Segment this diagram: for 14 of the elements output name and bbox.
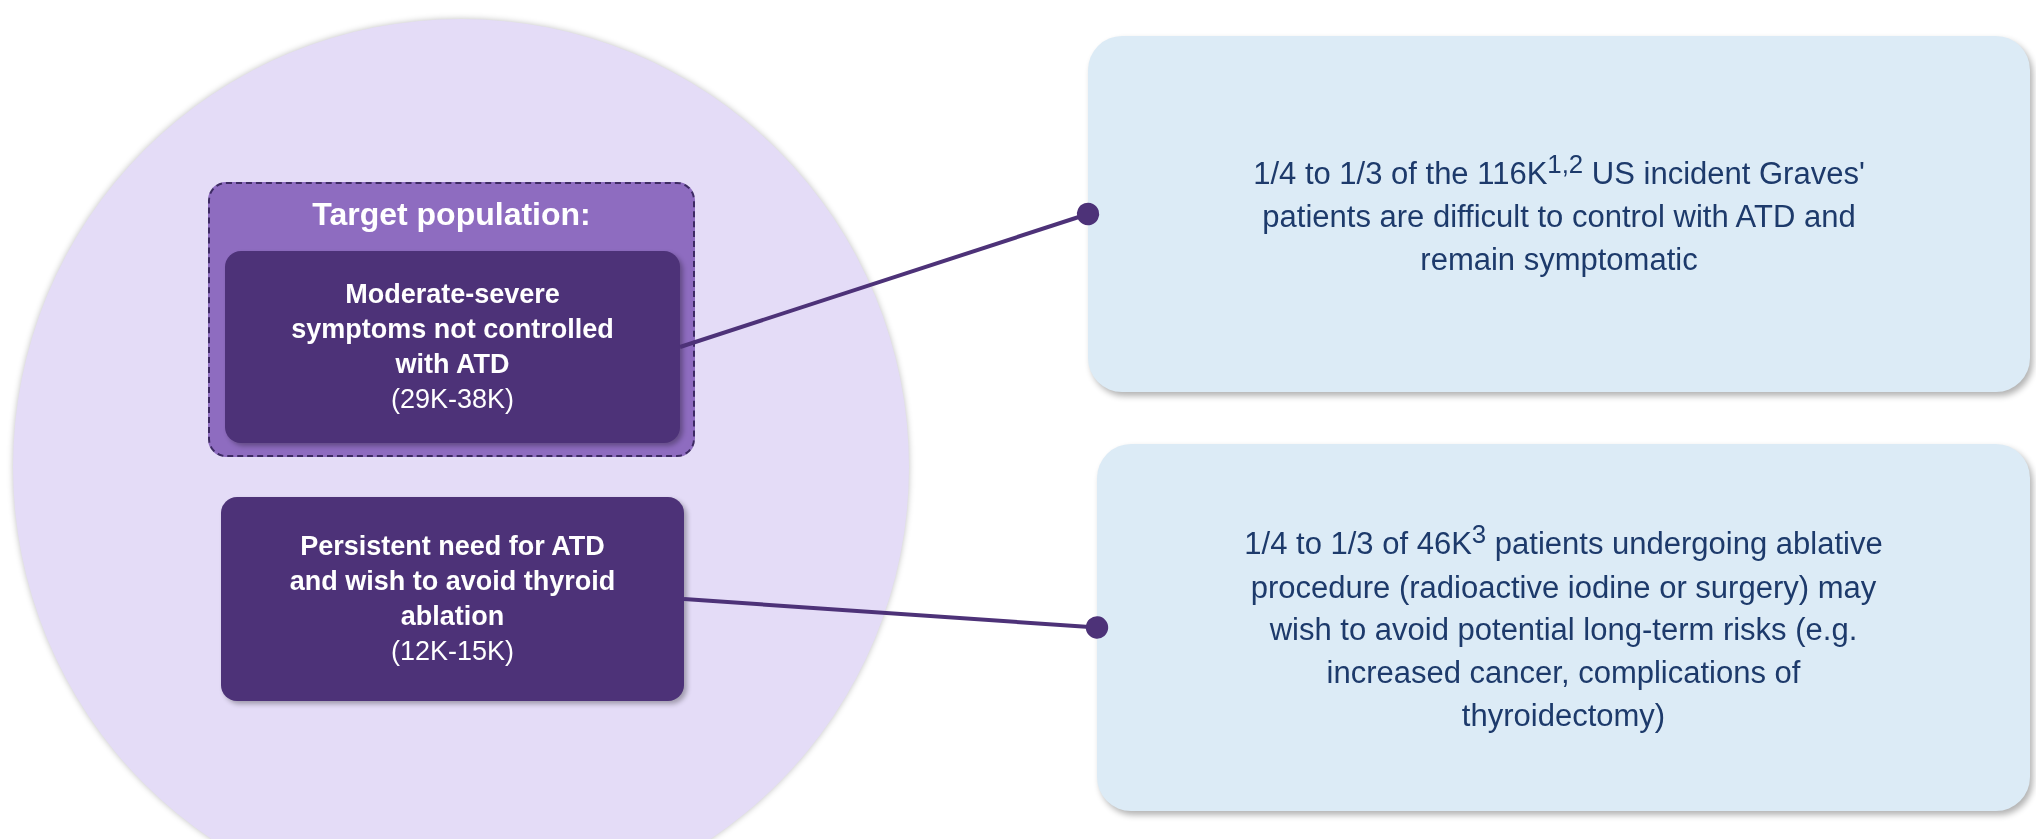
population-count: (29K-38K) <box>390 383 515 417</box>
info-box <box>1088 36 2030 392</box>
segment-heading: Persistent need for ATD and wish to avoid thyroid ablation <box>288 529 617 633</box>
info-box <box>1097 444 2030 811</box>
population-count: (12K-15K) <box>390 635 515 669</box>
info-text: 1/4 to 1/3 of 46K$^{3}$ patients undergoing ablative procedure (radioactive iodine or surgery) may wish to avoid potential long-term risks (e.g. increased cancer, complications of thyroidectomy) <box>1243 519 1884 735</box>
connector-line <box>679 202 1100 349</box>
segment-heading: Moderate-severe symptoms not controlled with ATD <box>290 277 615 381</box>
dashed-group-box <box>208 182 695 457</box>
segment-box <box>221 497 684 701</box>
group-title: Target population: <box>311 196 592 233</box>
info-text: 1/4 to 1/3 of the 116K$^{1,2}$ US incident Graves' patients are difficult to control with ATD and remain symptomatic <box>1252 148 1866 279</box>
segment-box <box>225 251 680 443</box>
connector-line <box>683 597 1109 639</box>
